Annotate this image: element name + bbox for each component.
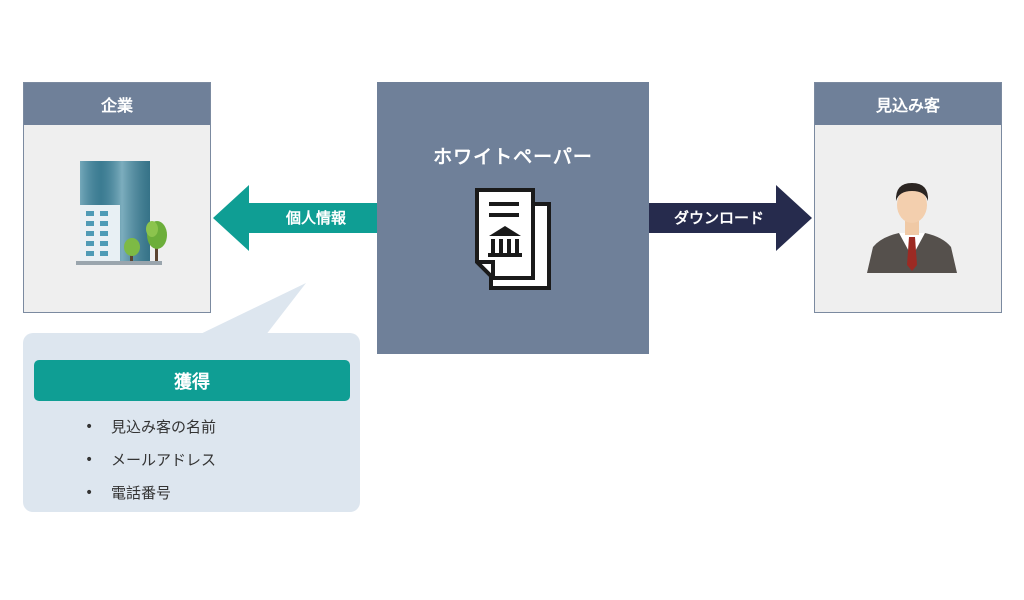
bullet-icon: • [85, 419, 94, 435]
company-panel-body [24, 125, 210, 312]
company-panel: 企業 [23, 82, 211, 313]
download-arrow [649, 185, 812, 251]
list-item-label: 見込み客の名前 [111, 418, 217, 436]
acquisition-callout: 獲得 • 見込み客の名前 • メールアドレス • 電話番号 [23, 333, 360, 512]
whitepaper-title: ホワイトペーパー [433, 146, 593, 168]
personal-info-arrow [213, 185, 377, 251]
prospect-panel-title: 見込み客 [815, 83, 1001, 125]
callout-pointer [188, 283, 306, 340]
list-item: • 電話番号 [85, 477, 216, 510]
bullet-icon: • [85, 485, 94, 501]
list-item: • 見込み客の名前 [85, 411, 216, 444]
whitepaper-document-icon [475, 188, 551, 290]
prospect-panel-body [815, 125, 1001, 312]
bullet-icon: • [85, 452, 94, 468]
businessman-icon [867, 183, 957, 273]
acquired-info-list: • 見込み客の名前 • メールアドレス • 電話番号 [85, 411, 216, 510]
prospect-panel: 見込み客 [814, 82, 1002, 313]
company-panel-title: 企業 [24, 83, 210, 125]
acquisition-header: 獲得 [34, 360, 350, 401]
list-item-label: 電話番号 [111, 484, 172, 502]
list-item: • メールアドレス [85, 444, 216, 477]
personal-info-label: 個人情報 [285, 209, 346, 227]
office-building-icon [76, 161, 167, 265]
whitepaper-box: ホワイトペーパー [377, 82, 649, 354]
list-item-label: メールアドレス [111, 451, 217, 469]
download-label: ダウンロード [673, 209, 764, 227]
